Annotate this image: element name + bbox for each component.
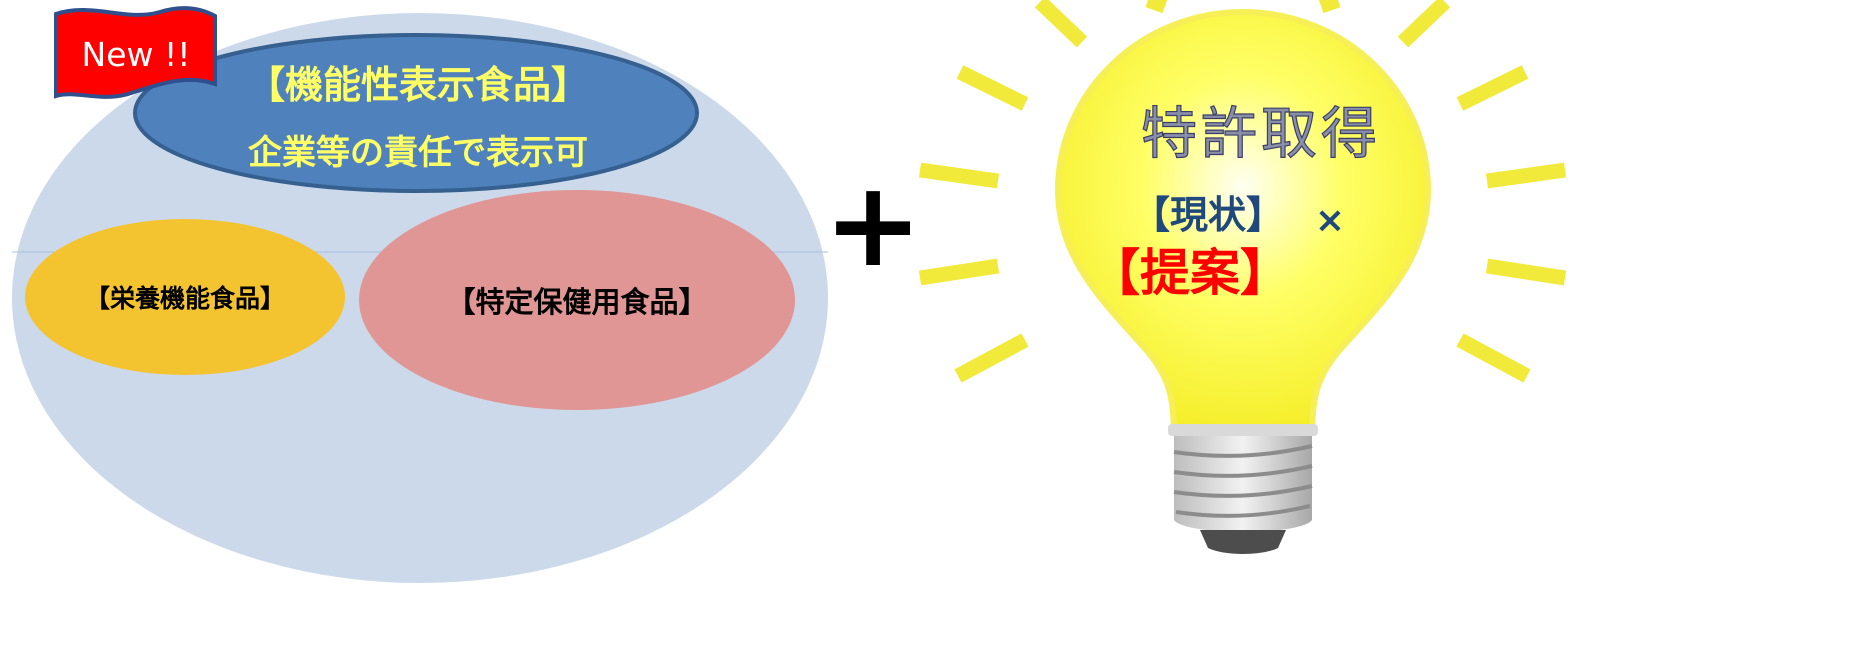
new-badge: New !! <box>54 6 217 99</box>
new-badge-flag <box>54 6 217 99</box>
nutrition-food-ellipse <box>25 219 345 375</box>
lightbulb-icon: 特許取得 【現状】 × 【提案】 <box>918 0 1567 554</box>
times-sign: × <box>1315 200 1345 241</box>
light-rays <box>918 0 1567 383</box>
proposal-label: 【提案】 <box>1090 244 1290 302</box>
functional-food-title: 【機能性表示食品】 <box>247 63 589 107</box>
functional-food-ellipse <box>133 33 699 193</box>
bulb-base <box>1168 424 1318 554</box>
bulb-headline: 特許取得 <box>1141 102 1381 167</box>
nutrition-food-label: 【栄養機能食品】 <box>85 284 285 313</box>
new-badge-label: New !! <box>82 35 191 74</box>
specified-health-food-ellipse <box>359 190 795 410</box>
current-state-label: 【現状】 <box>1132 193 1284 237</box>
functional-food-subtitle: 企業等の責任で表示可 <box>248 133 588 173</box>
specified-health-food-label: 【特定保健用食品】 <box>446 285 707 319</box>
plus-sign: + <box>824 155 923 293</box>
food-category-diagram: 【機能性表示食品】 企業等の責任で表示可 【栄養機能食品】 【特定保健用食品】 … <box>12 6 828 583</box>
